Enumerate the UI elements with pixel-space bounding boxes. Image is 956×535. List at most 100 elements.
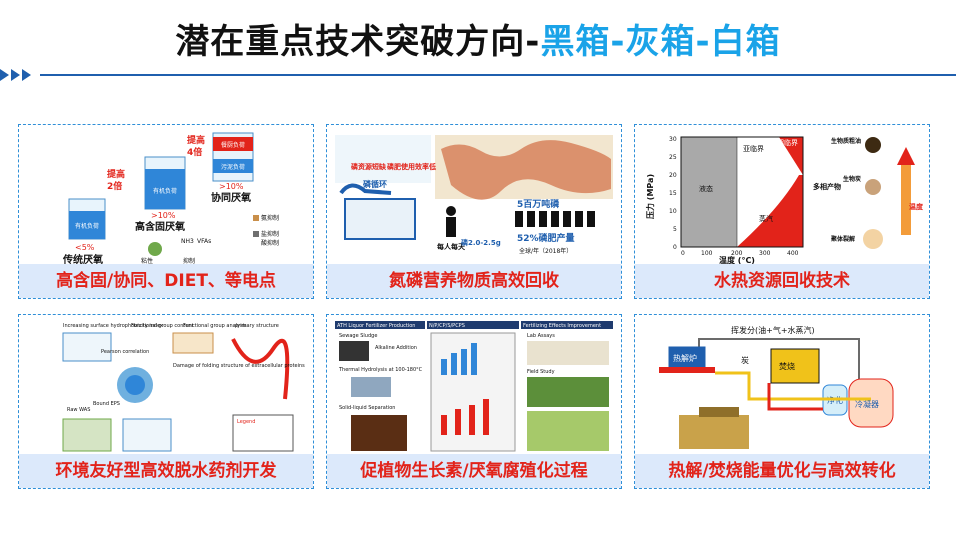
svg-text:磷肥使用效率低: 磷肥使用效率低 [387, 162, 436, 171]
svg-text:0: 0 [681, 250, 685, 257]
svg-text:2倍: 2倍 [107, 180, 122, 192]
title-main: 潜在重点技术突破方向- [175, 22, 541, 62]
panel-caption: 氮磷营养物质高效回收 [327, 264, 621, 298]
svg-text:25: 25 [669, 154, 677, 161]
svg-text:污泥负荷: 污泥负荷 [221, 163, 245, 171]
svg-text:生物质粗油: 生物质粗油 [831, 137, 861, 145]
svg-text:primary structure: primary structure [235, 323, 279, 329]
svg-text:4倍: 4倍 [187, 146, 202, 158]
svg-text:Thermal Hydrolysis at 100-180°: Thermal Hydrolysis at 100-180°C [338, 367, 423, 373]
svg-text:协同厌氧: 协同厌氧 [211, 191, 251, 204]
panel-anaerobic: 有机负荷 <5% 传统厌氧 有机负荷 >10% 高含固厌氧 粘性 NH3 VFA… [18, 124, 314, 299]
svg-text:Functional group content: Functional group content [131, 323, 194, 329]
svg-text:20: 20 [669, 172, 677, 179]
svg-text:磷资源短缺: 磷资源短缺 [351, 162, 387, 171]
svg-text:抑制: 抑制 [183, 257, 195, 265]
svg-text:冷凝器: 冷凝器 [855, 399, 879, 409]
svg-text:传统厌氧: 传统厌氧 [62, 253, 103, 265]
panel-caption: 环境友好型高效脱水药剂开发 [19, 454, 313, 488]
svg-text:10: 10 [669, 208, 677, 215]
svg-text:0: 0 [673, 244, 677, 251]
svg-text:Damage of folding structure of: Damage of folding structure of extracell… [173, 363, 305, 369]
panel-caption: 热解/焚烧能量优化与高效转化 [635, 454, 929, 488]
svg-text:300: 300 [759, 250, 771, 257]
beaker-traditional: 有机负荷 <5% 传统厌氧 [62, 198, 106, 265]
svg-text:Bound EPS: Bound EPS [93, 401, 120, 407]
svg-text:炭: 炭 [741, 356, 749, 365]
svg-text:100: 100 [701, 250, 713, 257]
raise-4x: 提高 [187, 134, 205, 146]
svg-text:盐抑制: 盐抑制 [261, 230, 279, 238]
panel-caption: 水热资源回收技术 [635, 264, 929, 298]
anaerobic-figure: 有机负荷 <5% 传统厌氧 有机负荷 >10% 高含固厌氧 粘性 NH3 VFA… [62, 132, 279, 265]
svg-text:200: 200 [731, 250, 743, 257]
svg-text:有机负荷: 有机负荷 [75, 222, 99, 230]
svg-text:磷循环: 磷循环 [363, 179, 387, 189]
svg-text:>10%: >10% [151, 211, 176, 220]
svg-text:52%磷肥产量: 52%磷肥产量 [517, 232, 575, 244]
svg-text:5百万吨磷: 5百万吨磷 [517, 198, 560, 210]
svg-text:热解炉: 热解炉 [673, 353, 697, 363]
dewatering-figure: Increasing surface hydrophobicity index … [62, 323, 305, 452]
svg-text:5: 5 [673, 226, 677, 233]
svg-text:多相产物: 多相产物 [813, 182, 841, 191]
beaker-high-solid: 有机负荷 >10% 高含固厌氧 粘性 NH3 VFAs 抑制 [135, 156, 211, 265]
pyrolysis-figure: 挥发分(油+气+水蒸汽) 热解炉 炭 焚烧 净化 冷凝器 [659, 325, 894, 449]
svg-text:NH3: NH3 [181, 238, 194, 245]
triple-arrow-icon [0, 69, 31, 81]
svg-text:有机负荷: 有机负荷 [153, 187, 177, 195]
svg-text:Fertilizing Effects Improvemen: Fertilizing Effects Improvement [523, 323, 601, 329]
panel-dewatering: Increasing surface hydrophobicity index … [18, 314, 314, 489]
raise-2x: 提高 [107, 168, 125, 180]
title-highlight: 黑箱-灰箱-白箱 [540, 22, 781, 62]
svg-text:亚临界: 亚临界 [743, 144, 764, 153]
svg-text:ATH Liquor Fertilizer Producti: ATH Liquor Fertilizer Production [337, 323, 415, 329]
svg-text:Alkaline Addition: Alkaline Addition [375, 345, 417, 351]
phase-diagram-figure: 液态 亚临界 超临界 蒸汽 压力 (MPa) 温度 (°C) 30 25 20 … [645, 136, 924, 265]
svg-text:氨抑制: 氨抑制 [261, 214, 279, 222]
panel-pyrolysis: 挥发分(油+气+水蒸汽) 热解炉 炭 焚烧 净化 冷凝器 热解/焚烧能量优化与高… [634, 314, 930, 489]
svg-text:N/P/CP/S/PCPS: N/P/CP/S/PCPS [429, 323, 465, 329]
fertilizer-figure: ATH Liquor Fertilizer Production N/P/CP/… [335, 321, 613, 452]
panel-hydrothermal: 液态 亚临界 超临界 蒸汽 压力 (MPa) 温度 (°C) 30 25 20 … [634, 124, 930, 299]
svg-text:酸抑制: 酸抑制 [261, 239, 279, 247]
svg-text:餐厨负荷: 餐厨负荷 [221, 141, 245, 149]
panel-caption: 高含固/协同、DIET、等电点 [19, 264, 313, 298]
svg-text:Field Study: Field Study [527, 369, 555, 375]
svg-text:压力 (MPa): 压力 (MPa) [645, 174, 655, 219]
panel-fertilizer: ATH Liquor Fertilizer Production N/P/CP/… [326, 314, 622, 489]
svg-text:高含固厌氧: 高含固厌氧 [135, 220, 185, 233]
svg-text:Raw WAS: Raw WAS [67, 407, 90, 413]
svg-text:液态: 液态 [699, 184, 713, 193]
svg-text:生物炭: 生物炭 [843, 175, 861, 183]
phosphorus-figure: 磷资源短缺 磷肥使用效率低 磷循环 每人每天 磷2.0-2.5g 5百万吨磷 5… [335, 135, 613, 255]
svg-text:Solid-liquid Separation: Solid-liquid Separation [339, 405, 395, 411]
beaker-codigestion: 餐厨负荷 污泥负荷 >10% 协同厌氧 氨抑制 盐抑制 酸抑制 [211, 132, 279, 247]
svg-text:VFAs: VFAs [197, 238, 211, 245]
panel-nutrients: 磷资源短缺 磷肥使用效率低 磷循环 每人每天 磷2.0-2.5g 5百万吨磷 5… [326, 124, 622, 299]
svg-text:温度 (°C): 温度 (°C) [719, 255, 755, 265]
svg-text:挥发分(油+气+水蒸汽): 挥发分(油+气+水蒸汽) [731, 325, 815, 335]
svg-text:Increasing surface hydrophobic: Increasing surface hydrophobicity index [63, 323, 163, 329]
svg-text:Pearson correlation: Pearson correlation [101, 349, 149, 355]
svg-text:30: 30 [669, 136, 677, 143]
svg-text:Legend: Legend [237, 419, 255, 425]
title-divider [40, 74, 956, 76]
svg-text:超临界: 超临界 [777, 138, 798, 147]
svg-text:Sewage Sludge: Sewage Sludge [339, 333, 377, 339]
svg-text:每人每天: 每人每天 [437, 242, 466, 251]
svg-text:磷2.0-2.5g: 磷2.0-2.5g [461, 238, 501, 247]
svg-text:>10%: >10% [219, 182, 244, 191]
svg-text:Lab Assays: Lab Assays [527, 333, 555, 339]
svg-text:焚烧: 焚烧 [779, 361, 795, 371]
svg-text:<5%: <5% [75, 243, 95, 252]
svg-text:蒸汽: 蒸汽 [759, 214, 773, 223]
svg-text:粘性: 粘性 [141, 257, 153, 265]
svg-text:温度: 温度 [909, 202, 924, 211]
svg-text:全球/年（2018年）: 全球/年（2018年） [519, 247, 572, 255]
svg-text:Functional group analysis: Functional group analysis [183, 323, 247, 329]
svg-text:400: 400 [787, 250, 799, 257]
svg-text:15: 15 [669, 190, 677, 197]
slide-title: 潜在重点技术突破方向-黑箱-灰箱-白箱 [0, 14, 956, 63]
panel-caption: 促植物生长素/厌氧腐殖化过程 [327, 454, 621, 488]
